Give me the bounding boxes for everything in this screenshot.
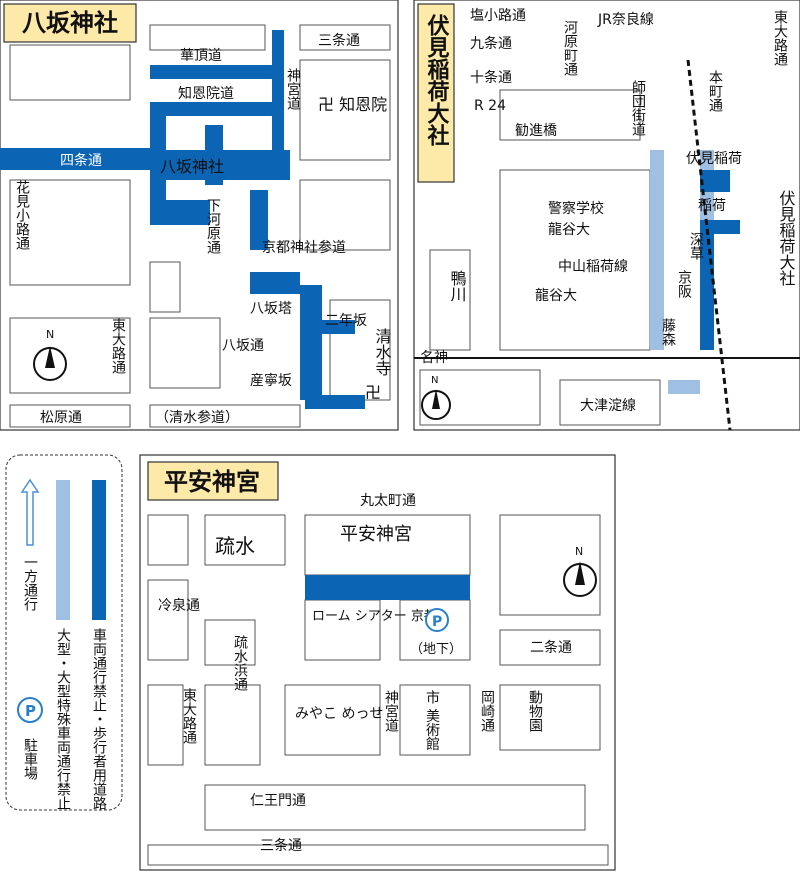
hanamikoji-label: 花見小路通 bbox=[14, 180, 30, 251]
matsubara-label: 松原通 bbox=[40, 410, 82, 426]
ninenzaka-label: 二年坂 bbox=[325, 313, 367, 329]
heian-higashioji-label: 東大路通 bbox=[181, 688, 197, 745]
higashioji-label: 東大路通 bbox=[110, 318, 126, 375]
heian-pedestrian-road bbox=[305, 575, 470, 600]
jujo-label: 十条通 bbox=[470, 69, 512, 86]
okazaki-label: 岡崎通 bbox=[479, 690, 495, 733]
sannenzaka-label: 産寧坂 bbox=[250, 372, 292, 389]
yasaka-to-label: 八坂塔 bbox=[250, 301, 292, 317]
svg-text:P: P bbox=[432, 614, 442, 630]
zoo-label: 動物園 bbox=[527, 690, 543, 732]
art-museum-label: 市 美術館 bbox=[424, 689, 440, 750]
chionin-label: 卍 知恩院 bbox=[318, 95, 387, 114]
kawaramachi-label: 河原町通 bbox=[562, 20, 578, 77]
keihan-label: 京阪 bbox=[676, 270, 692, 298]
parking-icon: P bbox=[17, 697, 43, 723]
jr-nara-label: JR奈良線 bbox=[597, 12, 654, 28]
chionin-michi-label: 知恩院道 bbox=[178, 85, 234, 102]
kiyomizu-temple-mark: 卍 bbox=[365, 383, 381, 402]
honmachi-label: 本町通 bbox=[707, 70, 723, 113]
nakayama-label: 中山稲荷線 bbox=[558, 259, 628, 275]
shimokawara-label: 下河原通 bbox=[205, 198, 221, 255]
fushimi-shrine-label: 伏見稲荷大社 bbox=[777, 190, 796, 286]
nijo-label: 二条通 bbox=[530, 639, 572, 656]
kachodo-label: 華頂道 bbox=[180, 48, 222, 64]
yasaka-map: 八坂神社 三条通 華頂道 知恩院道 卍 知恩院 四条通 八坂神社 京都神社参道 … bbox=[0, 0, 399, 431]
miyako-label: みやこ めっせ bbox=[295, 706, 383, 722]
sosui-hama-label: 疏水浜通 bbox=[232, 635, 248, 692]
heian-parking-icon: P bbox=[425, 608, 449, 632]
heian-shrine-label: 平安神宮 bbox=[340, 524, 412, 545]
sanjo-label: 三条通 bbox=[318, 32, 360, 49]
rohm-label: ローム シアター 京都 bbox=[312, 609, 437, 624]
yasaka-title: 八坂神社 bbox=[22, 9, 118, 37]
fukakusa-label: 深草 bbox=[688, 232, 704, 260]
fujinomori-label: 藤森 bbox=[660, 318, 676, 346]
kamo-label: 鴨川 bbox=[448, 270, 467, 302]
svg-text:N: N bbox=[431, 375, 438, 386]
jingu-label: 神宮道 bbox=[285, 68, 301, 111]
otsuyodo-label: 大津淀線 bbox=[580, 398, 636, 414]
large-vehicle-swatch bbox=[56, 480, 70, 620]
kiyomizu-label: 清水寺 bbox=[373, 328, 392, 376]
legend-parking: 駐車場 bbox=[22, 738, 38, 780]
meishin-label: 名神 bbox=[420, 350, 448, 366]
inari-station: 稲荷 bbox=[698, 198, 726, 214]
marutamachi-label: 丸太町通 bbox=[360, 493, 416, 509]
svg-text:N: N bbox=[575, 545, 583, 558]
ryukoku-label-1: 龍谷大 bbox=[548, 221, 590, 238]
legend-large-vehicle: 大型・大型特殊車両通行禁止 bbox=[55, 628, 71, 810]
legend: 一方通行 大型・大型特殊車両通行禁止 車両通行禁止・歩行者用道路 P 駐車場 bbox=[5, 454, 123, 811]
shiokoji-label: 塩小路通 bbox=[470, 8, 526, 24]
shijo-label: 四条通 bbox=[60, 152, 102, 169]
fushimi-title: 伏見稲荷大社 bbox=[424, 13, 450, 146]
one-way-arrow-icon bbox=[20, 478, 40, 546]
heian-title: 平安神宮 bbox=[164, 468, 260, 496]
kiyomizu-sando-label: （清水参道） bbox=[155, 409, 239, 426]
kyoto-jinja-label: 京都神社参道 bbox=[262, 239, 346, 256]
parking-sub-label: （地下） bbox=[410, 642, 462, 657]
shidan-label: 師団街道 bbox=[630, 80, 646, 137]
svg-text:P: P bbox=[25, 702, 36, 720]
fushimi-map: 伏見稲荷大社 塩小路通 JR奈良線 九条通 十条通 R 24 勧進橋 伏見稲荷 … bbox=[413, 0, 800, 431]
r24-label: R 24 bbox=[474, 98, 506, 114]
sosui-label: 疏水 bbox=[215, 534, 255, 558]
svg-text:N: N bbox=[46, 328, 54, 341]
ryukoku-label-2: 龍谷大 bbox=[535, 287, 577, 304]
legend-one-way: 一方通行 bbox=[22, 555, 38, 612]
heian-sanjo-label: 三条通 bbox=[260, 837, 302, 854]
reizen-label: 冷泉通 bbox=[158, 597, 200, 614]
legend-pedestrian: 車両通行禁止・歩行者用道路 bbox=[91, 627, 107, 810]
keihan-rail bbox=[686, 59, 732, 431]
yasaka-shrine-label: 八坂神社 bbox=[160, 157, 224, 176]
police-school-label: 警察学校 bbox=[548, 200, 604, 217]
heian-jingu-label: 神宮道 bbox=[383, 690, 399, 733]
fushimi-inari-station: 伏見稲荷 bbox=[686, 151, 742, 167]
heian-map: 平安神宮 丸太町通 疏水 平安神宮 冷泉通 ローム シアター 京都 P （地下）… bbox=[139, 454, 616, 871]
compass-icon: N bbox=[33, 328, 67, 381]
kujo-label: 九条通 bbox=[470, 35, 512, 52]
yasaka-dori-label: 八坂通 bbox=[222, 338, 264, 354]
niomon-label: 仁王門通 bbox=[250, 793, 306, 809]
fushimi-compass-icon: N bbox=[421, 375, 451, 420]
heian-compass-icon: N bbox=[563, 545, 597, 597]
kanshin-label: 勧進橋 bbox=[515, 122, 557, 139]
pedestrian-swatch bbox=[92, 480, 106, 620]
fushimi-higashioji-label: 東大路通 bbox=[772, 10, 788, 67]
